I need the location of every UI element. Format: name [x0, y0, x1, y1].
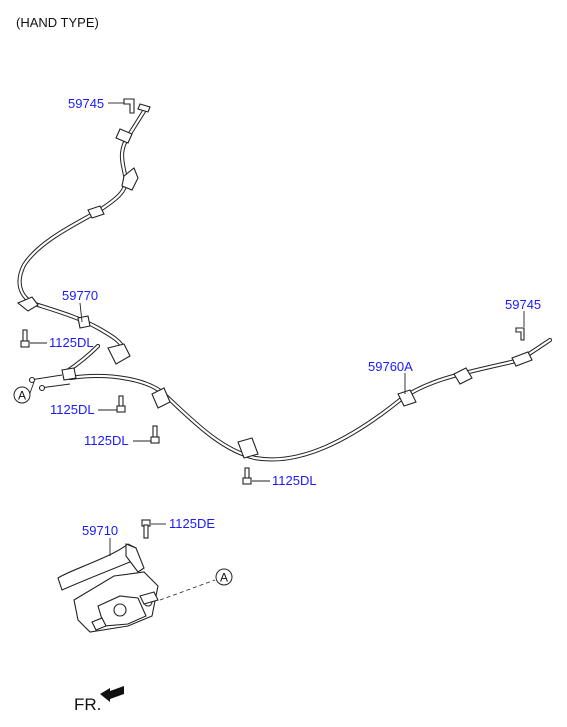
- front-direction-arrow-icon: [100, 686, 124, 702]
- cable-clip-lower: [77, 315, 91, 329]
- cable-end-boot-right: [511, 351, 533, 367]
- cable-bracket-b: [237, 437, 259, 459]
- label-1125dl-c: 1125DL: [84, 433, 129, 448]
- bolt-1125dl-b: [116, 395, 126, 413]
- retainer-clip-right: [515, 327, 525, 341]
- label-1125dl-a: 1125DL: [49, 335, 94, 350]
- front-direction-label: FR.: [74, 695, 101, 714]
- cable-bracket-upper: [121, 167, 139, 191]
- label-59745-right: 59745: [505, 297, 541, 312]
- equalizer-fitting: [61, 367, 77, 381]
- label-59710: 59710: [82, 523, 118, 538]
- cable-end-ball-1: [28, 376, 36, 384]
- label-59760a: 59760A: [368, 359, 413, 374]
- diagram-header: (HAND TYPE): [16, 15, 99, 30]
- label-1125de: 1125DE: [169, 516, 215, 531]
- label-1125dl-b: 1125DL: [50, 402, 95, 417]
- cable-59760a: [28, 337, 553, 462]
- parking-brake-lever-assy: [57, 543, 159, 633]
- cable-end-boot-upper: [115, 128, 133, 144]
- bolt-1125dl-c: [150, 425, 160, 444]
- cable-end-tip-upper: [137, 103, 151, 113]
- label-1125dl-d: 1125DL: [272, 473, 317, 488]
- cable-59770: [16, 103, 151, 375]
- leader-59770: [79, 302, 83, 323]
- cable-clip-mid: [87, 205, 105, 219]
- cable-bracket-left: [16, 296, 39, 312]
- label-59770: 59770: [62, 288, 98, 303]
- cable-end-ball-2: [38, 384, 46, 392]
- reference-marker-a-bottom: A: [215, 568, 233, 586]
- bolt-1125dl-a: [20, 329, 30, 348]
- reference-marker-a-top: A: [13, 381, 35, 404]
- bolt-1125dl-d: [242, 467, 252, 485]
- svg-text:A: A: [18, 389, 26, 403]
- cable-bracket-d: [453, 367, 473, 385]
- retainer-clip-upper: [123, 98, 135, 114]
- cable-bracket-c: [397, 389, 417, 407]
- ref-line-a: [159, 579, 216, 601]
- bolt-1125de: [141, 519, 151, 539]
- cable-bracket-a: [151, 387, 171, 409]
- svg-text:A: A: [220, 571, 228, 585]
- label-59745-upper: 59745: [68, 96, 104, 111]
- cable-bracket-lower: [107, 343, 131, 365]
